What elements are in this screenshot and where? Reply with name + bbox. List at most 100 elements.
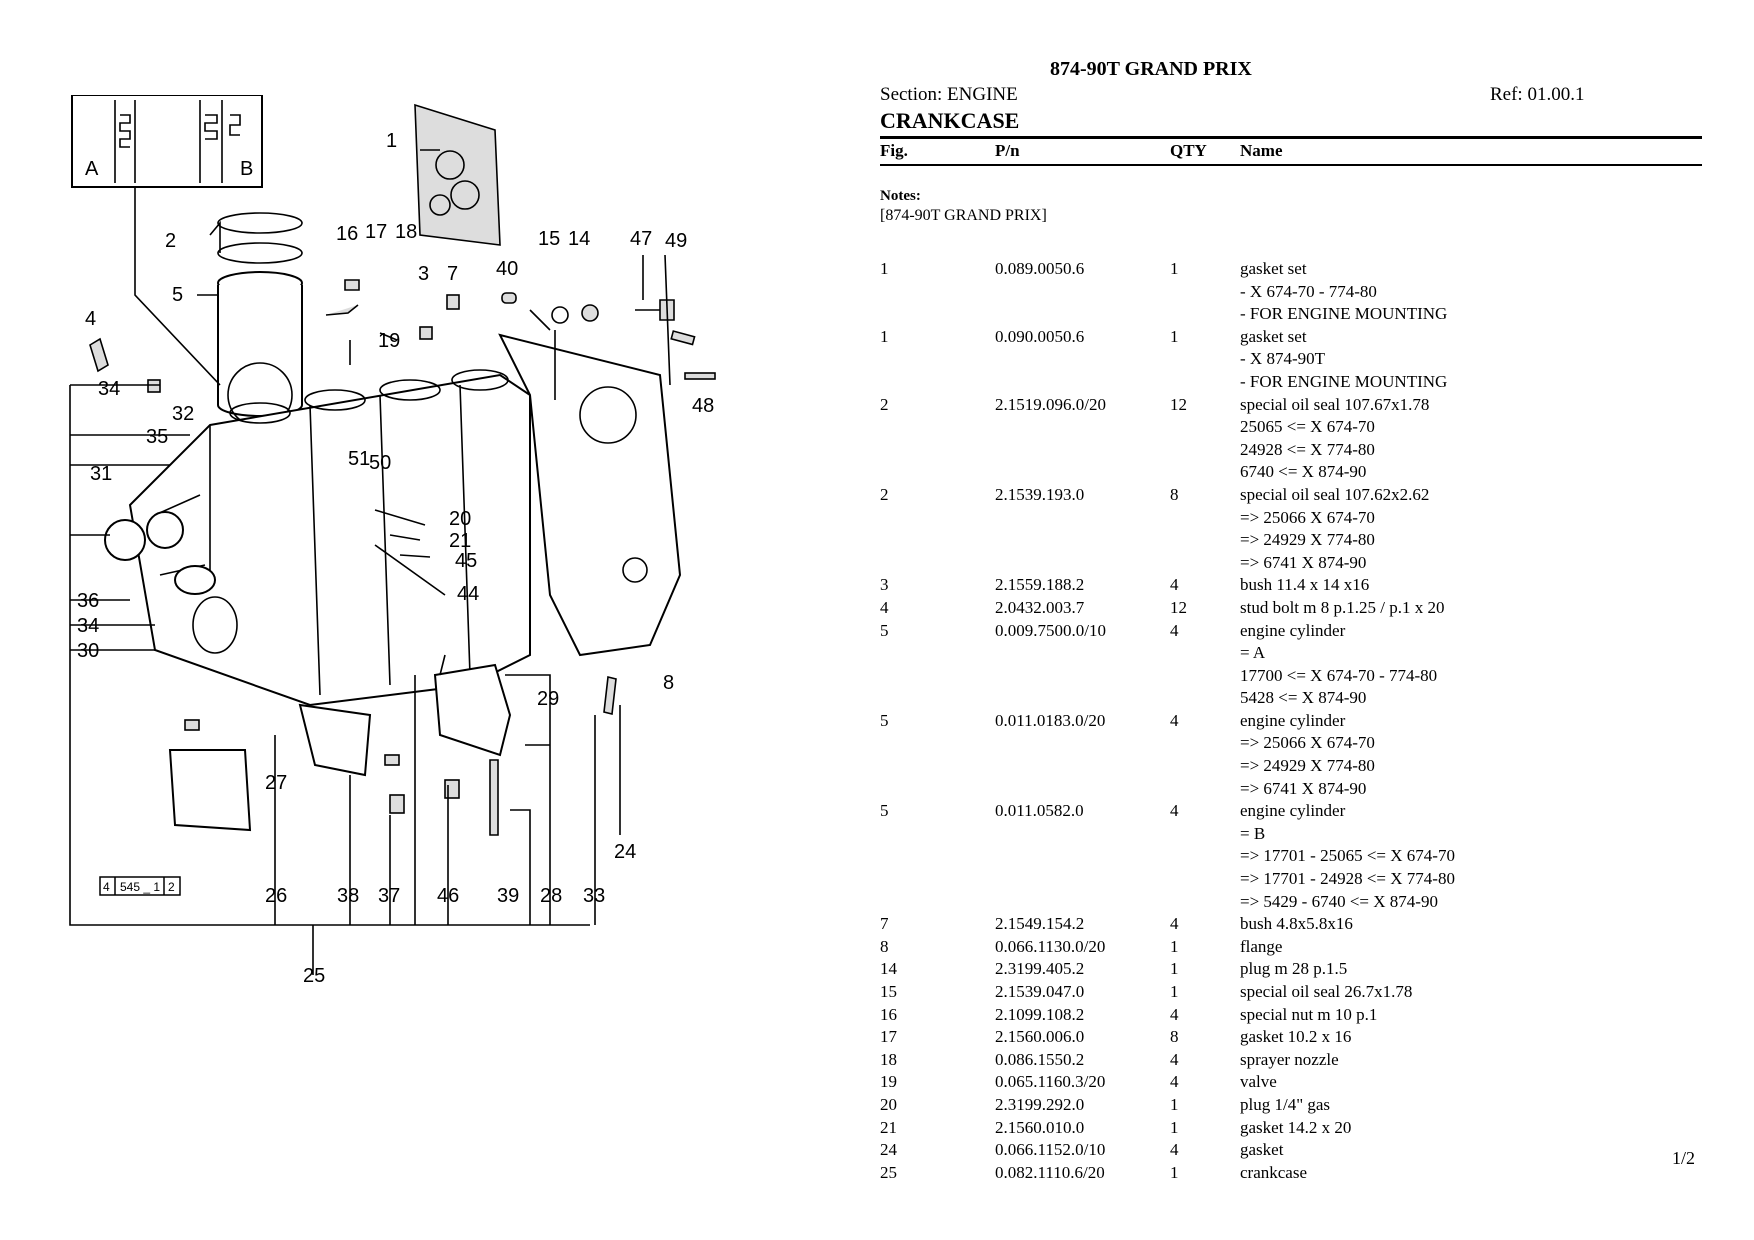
callout-47: 47 bbox=[630, 228, 652, 250]
table-row: 7 2.1549.154.2 4 bush 4.8x5.8x16 bbox=[880, 913, 1702, 936]
qty-cell: 4 bbox=[1170, 1004, 1179, 1024]
part-name-note: - FOR ENGINE MOUNTING bbox=[1240, 304, 1448, 324]
column-header-fig: Fig. bbox=[880, 141, 908, 160]
callout-18: 18 bbox=[395, 221, 417, 243]
fig-cell: 2 bbox=[880, 484, 889, 504]
callout-2: 2 bbox=[165, 230, 176, 252]
name-cell: flange bbox=[1240, 936, 1754, 959]
name-cell: bush 4.8x5.8x16 bbox=[1240, 913, 1754, 936]
callout-1: 1 bbox=[386, 130, 397, 152]
callout-19: 19 bbox=[378, 330, 400, 352]
fig-cell: 7 bbox=[880, 914, 889, 934]
part-name-note: => 17701 - 24928 <= X 774-80 bbox=[1240, 869, 1455, 889]
engine-cylinder-part bbox=[217, 285, 303, 417]
header-rule-bottom bbox=[880, 164, 1702, 166]
oil-seal-part bbox=[217, 212, 303, 234]
callout-20: 20 bbox=[449, 508, 471, 530]
fig-cell: 17 bbox=[880, 1027, 897, 1047]
gasket-set-part bbox=[414, 103, 501, 246]
part-name-note: => 6741 X 874-90 bbox=[1240, 778, 1367, 798]
column-header-name: Name bbox=[1240, 141, 1283, 160]
column-header-pn: P/n bbox=[995, 141, 1020, 160]
fig-cell: 1 bbox=[880, 259, 889, 278]
detail-inset: A B bbox=[71, 95, 263, 188]
part-name: plug 1/4" gas bbox=[1240, 1094, 1331, 1114]
name-cell: special oil seal 26.7x1.78 bbox=[1240, 981, 1754, 1004]
sprayer-nozzle-part bbox=[325, 279, 360, 365]
callout-3: 3 bbox=[418, 263, 429, 285]
part-number-cell: 2.1560.010.0 bbox=[995, 1117, 1085, 1137]
callout-30: 30 bbox=[77, 640, 99, 662]
callout-51: 51 bbox=[348, 448, 370, 470]
part-name: gasket set bbox=[1240, 326, 1307, 346]
name-cell: gasket 10.2 x 16 bbox=[1240, 1026, 1754, 1049]
callout-21: 21 bbox=[449, 530, 471, 552]
fig-cell: 19 bbox=[880, 1072, 897, 1092]
part-number-cell: 2.1099.108.2 bbox=[995, 1004, 1085, 1024]
name-cell: gasket 14.2 x 20 bbox=[1240, 1117, 1754, 1140]
callout-46: 46 bbox=[437, 885, 459, 907]
part-name: gasket set bbox=[1240, 259, 1307, 278]
name-cell: bush 11.4 x 14 x16 bbox=[1240, 574, 1754, 597]
name-cell: sprayer nozzle bbox=[1240, 1049, 1754, 1072]
part-number-cell: 2.0432.003.7 bbox=[995, 597, 1085, 617]
header-rule-top bbox=[880, 136, 1702, 139]
part-name: gasket bbox=[1240, 1140, 1284, 1160]
document-title: 874-90T GRAND PRIX bbox=[1050, 58, 1252, 80]
inset-label-b: B bbox=[240, 158, 253, 180]
reference-number: Ref: 01.00.1 bbox=[1490, 84, 1585, 105]
part-number-cell: 2.1519.096.0/20 bbox=[995, 394, 1106, 414]
name-cell: crankcase bbox=[1240, 1162, 1754, 1185]
qty-cell: 4 bbox=[1170, 914, 1179, 934]
callout-16: 16 bbox=[336, 223, 358, 245]
part-name-note: => 24929 X 774-80 bbox=[1240, 756, 1375, 776]
callout-34-top: 34 bbox=[98, 378, 120, 400]
name-cell: gasket set- X 874-90T- FOR ENGINE MOUNTI… bbox=[1240, 326, 1754, 394]
qty-cell: 4 bbox=[1170, 1049, 1179, 1069]
callout-17: 17 bbox=[365, 221, 387, 243]
qty-cell: 1 bbox=[1170, 1117, 1179, 1137]
part-name-note: = A bbox=[1240, 643, 1266, 663]
qty-cell: 4 bbox=[1170, 575, 1179, 595]
qty-cell: 1 bbox=[1170, 259, 1179, 278]
callout-26: 26 bbox=[265, 885, 287, 907]
qty-cell: 1 bbox=[1170, 959, 1179, 979]
fig-cell: 21 bbox=[880, 1117, 897, 1137]
qty-cell: 4 bbox=[1170, 801, 1179, 821]
page-number: 1/2 bbox=[1672, 1148, 1696, 1168]
callout-38: 38 bbox=[337, 885, 359, 907]
part-number-cell: 2.1549.154.2 bbox=[995, 914, 1085, 934]
qty-cell: 1 bbox=[1170, 1162, 1179, 1182]
fig-cell: 3 bbox=[880, 575, 889, 595]
part-name-note: 17700 <= X 674-70 - 774-80 bbox=[1240, 665, 1438, 685]
part-name-note: - X 874-90T bbox=[1240, 349, 1325, 369]
part-name: bush 4.8x5.8x16 bbox=[1240, 914, 1353, 934]
notes-text: [874-90T GRAND PRIX] bbox=[880, 207, 1047, 224]
callout-27: 27 bbox=[265, 772, 287, 794]
part-name-note: 25065 <= X 674-70 bbox=[1240, 417, 1375, 437]
callout-37: 37 bbox=[378, 885, 400, 907]
qty-cell: 4 bbox=[1170, 1140, 1179, 1160]
part-number-cell: 0.086.1550.2 bbox=[995, 1049, 1085, 1069]
part-number-cell: 0.011.0582.0 bbox=[995, 801, 1084, 821]
callout-40: 40 bbox=[496, 258, 518, 280]
callout-31: 31 bbox=[90, 463, 112, 485]
part-name-note: => 17701 - 25065 <= X 674-70 bbox=[1240, 846, 1455, 866]
callout-29: 29 bbox=[537, 688, 559, 710]
callout-24: 24 bbox=[614, 841, 636, 863]
part-name-note: 6740 <= X 874-90 bbox=[1240, 462, 1367, 482]
callout-36: 36 bbox=[77, 590, 99, 612]
name-cell: special oil seal 107.62x2.62=> 25066 X 6… bbox=[1240, 484, 1754, 574]
flange-part bbox=[498, 333, 682, 657]
